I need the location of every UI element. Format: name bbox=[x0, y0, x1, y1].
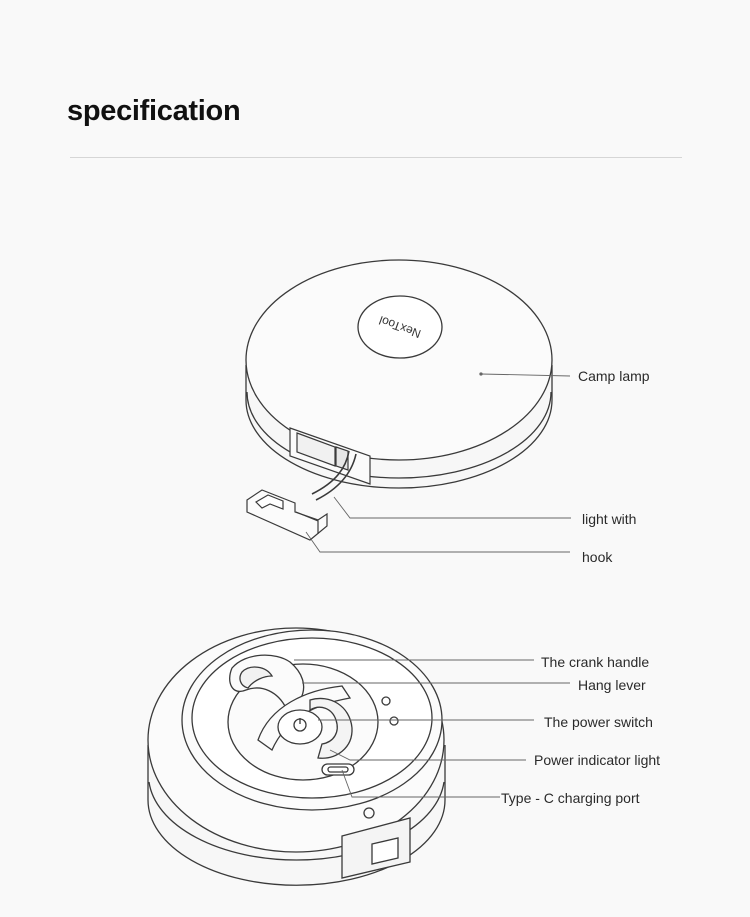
label-power-switch: The power switch bbox=[544, 714, 653, 730]
label-hang-lever: Hang lever bbox=[578, 677, 646, 693]
label-type-c-port: Type - C charging port bbox=[501, 790, 640, 806]
page-title: specification bbox=[67, 95, 241, 127]
label-light-with: light with bbox=[582, 511, 637, 527]
label-power-indicator: Power indicator light bbox=[534, 752, 661, 768]
label-camp-lamp: Camp lamp bbox=[578, 368, 650, 384]
title-divider bbox=[70, 157, 682, 158]
bottom-leader-lines bbox=[294, 659, 570, 798]
label-hook: hook bbox=[582, 549, 613, 565]
top-leader-lines bbox=[305, 372, 571, 553]
lamp-bottom-illustration bbox=[147, 627, 446, 886]
label-crank-handle: The crank handle bbox=[541, 654, 650, 670]
hook-illustration bbox=[246, 427, 371, 541]
